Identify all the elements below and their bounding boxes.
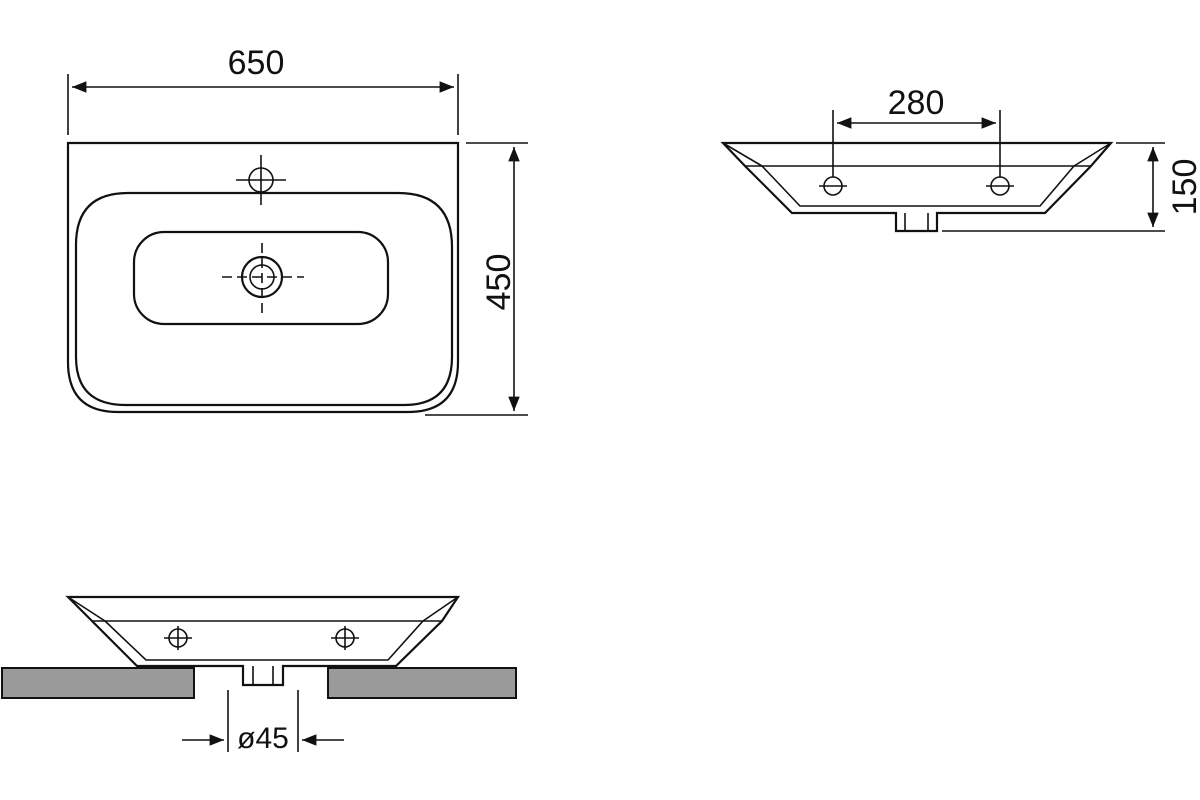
basin-outline-top: [66, 141, 460, 414]
tap-hole-icon: [236, 155, 286, 205]
tap-hole-right-icon: [986, 176, 1014, 196]
side-view-installed: ø45: [1, 595, 517, 755]
depth-label: 450: [480, 254, 518, 311]
tap-hole-left-icon: [164, 626, 192, 650]
countertop-left: [1, 667, 195, 699]
width-label: 650: [228, 44, 285, 82]
depth-dimension: 450: [425, 142, 528, 416]
tap-hole-left-icon: [819, 176, 847, 196]
drain-diameter-dimension: ø45: [182, 690, 344, 755]
countertop-right: [327, 667, 517, 699]
tap-hole-right-icon: [331, 626, 359, 650]
height-label: 150: [1166, 159, 1200, 216]
basin-profile-front: [720, 141, 1114, 233]
front-view: 280 150: [720, 84, 1200, 233]
width-dimension: 650: [67, 44, 459, 135]
tap-spacing-label: 280: [888, 84, 945, 122]
height-dimension: 150: [942, 142, 1200, 232]
basin-profile-installed: [65, 595, 461, 687]
drain-diameter-label: ø45: [237, 722, 289, 755]
tap-spacing-dimension: 280: [832, 84, 1001, 177]
inner-bowl-top: [74, 191, 454, 407]
drain-icon: [222, 243, 304, 313]
top-view: 650 450: [66, 44, 528, 416]
drain-recess: [132, 230, 390, 326]
